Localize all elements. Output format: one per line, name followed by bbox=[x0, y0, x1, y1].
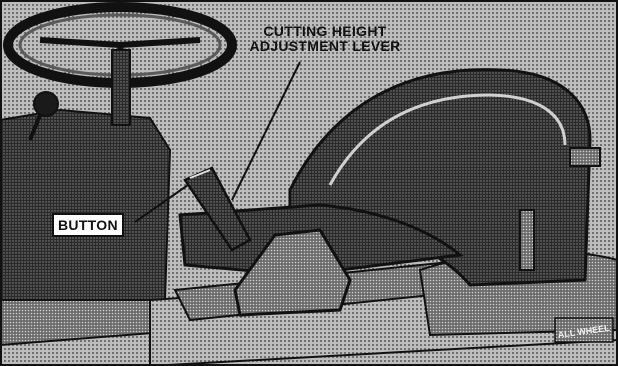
steering-spoke bbox=[39, 37, 121, 48]
cutting-height-lever-label: CUTTING HEIGHT ADJUSTMENT LEVER bbox=[220, 24, 430, 54]
lever-housing bbox=[233, 228, 352, 317]
throttle-knob bbox=[33, 91, 59, 117]
steering-column bbox=[111, 49, 131, 126]
button-leader-line bbox=[134, 184, 189, 223]
button-label: BUTTON bbox=[52, 213, 124, 237]
seat-support bbox=[519, 209, 535, 271]
throttle-stem bbox=[28, 114, 42, 141]
lever-label-line1: CUTTING HEIGHT bbox=[263, 23, 387, 39]
lever-leader-line bbox=[231, 61, 301, 201]
seat-back-highlight bbox=[328, 93, 567, 186]
seat-knob bbox=[569, 147, 601, 167]
decal-box bbox=[554, 317, 614, 343]
lever-grip bbox=[189, 169, 211, 179]
steering-spoke bbox=[119, 37, 201, 48]
lever-label-line2: ADJUSTMENT LEVER bbox=[249, 38, 401, 54]
